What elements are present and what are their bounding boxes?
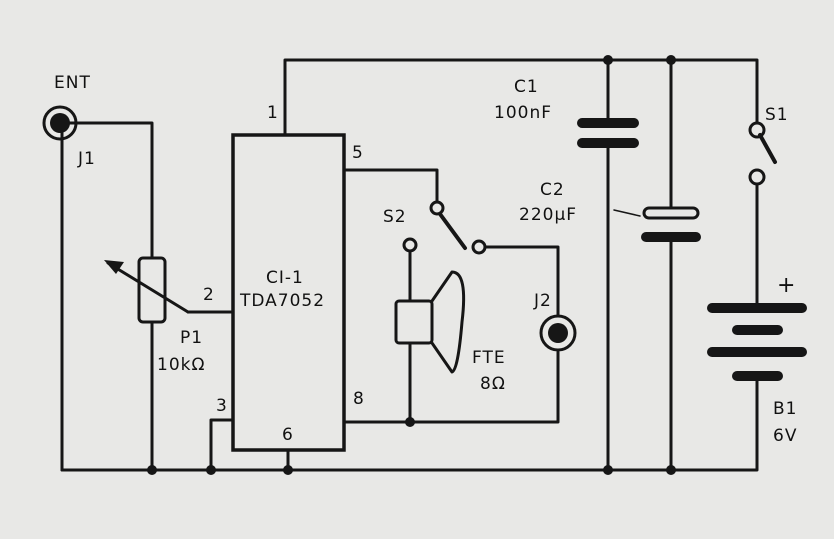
label-ic-name: CI-1 (266, 268, 304, 288)
capacitor-c2 (613, 206, 701, 242)
potentiometer-p1 (104, 256, 190, 324)
labels: ENT J1 P1 10kΩ CI-1 TDA7052 1 2 3 5 6 8 … (54, 73, 797, 446)
label-pin-3: 3 (216, 396, 228, 416)
output-jack-j2 (539, 314, 577, 352)
switch-s2 (402, 200, 487, 255)
battery-b1 (707, 303, 807, 381)
label-pin-8: 8 (353, 389, 365, 409)
label-battery-plus: + (777, 273, 796, 298)
capacitor-c1 (577, 118, 639, 148)
label-pin-6: 6 (282, 425, 294, 445)
label-p1-value: 10kΩ (157, 355, 205, 375)
label-c1-name: C1 (514, 77, 539, 97)
label-b1-value: 6V (773, 426, 797, 446)
label-pin-5: 5 (352, 143, 364, 163)
speaker-fte (394, 270, 466, 374)
label-fte-name: FTE (472, 348, 506, 368)
label-pin-2: 2 (203, 285, 215, 305)
switch-s1 (748, 121, 777, 186)
label-s2: S2 (383, 207, 407, 227)
label-c2-name: C2 (540, 180, 565, 200)
label-j1: J1 (77, 149, 96, 169)
label-ent: ENT (54, 73, 91, 93)
label-fte-value: 8Ω (480, 374, 506, 394)
label-ic-part: TDA7052 (239, 291, 325, 311)
label-pin-1: 1 (267, 103, 279, 123)
label-s1: S1 (765, 105, 789, 125)
input-jack-j1 (42, 105, 78, 141)
label-c2-value: 220µF (519, 205, 577, 225)
ic-tda7052 (231, 133, 346, 452)
label-b1-name: B1 (773, 399, 797, 419)
label-p1-name: P1 (180, 328, 203, 348)
label-j2: J2 (533, 291, 552, 311)
junctions (147, 55, 676, 475)
label-c1-value: 100nF (494, 103, 552, 123)
